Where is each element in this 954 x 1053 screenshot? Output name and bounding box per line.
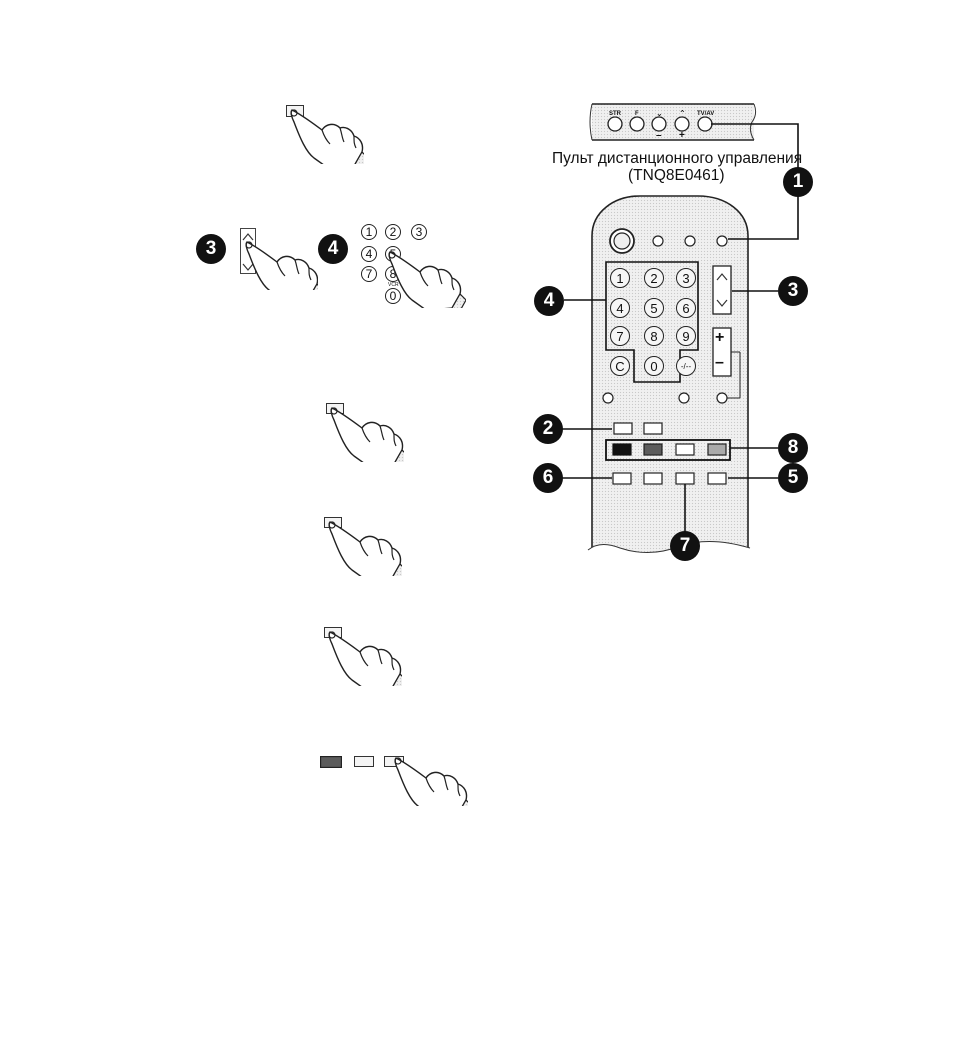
callout-1: 1 bbox=[783, 167, 813, 197]
callout-5: 5 bbox=[778, 463, 808, 493]
callout-8: 8 bbox=[778, 433, 808, 463]
callout-2: 2 bbox=[533, 414, 563, 444]
callout-6: 6 bbox=[533, 463, 563, 493]
callout-3-right: 3 bbox=[778, 276, 808, 306]
callout-7: 7 bbox=[670, 531, 700, 561]
callout-4-right: 4 bbox=[534, 286, 564, 316]
